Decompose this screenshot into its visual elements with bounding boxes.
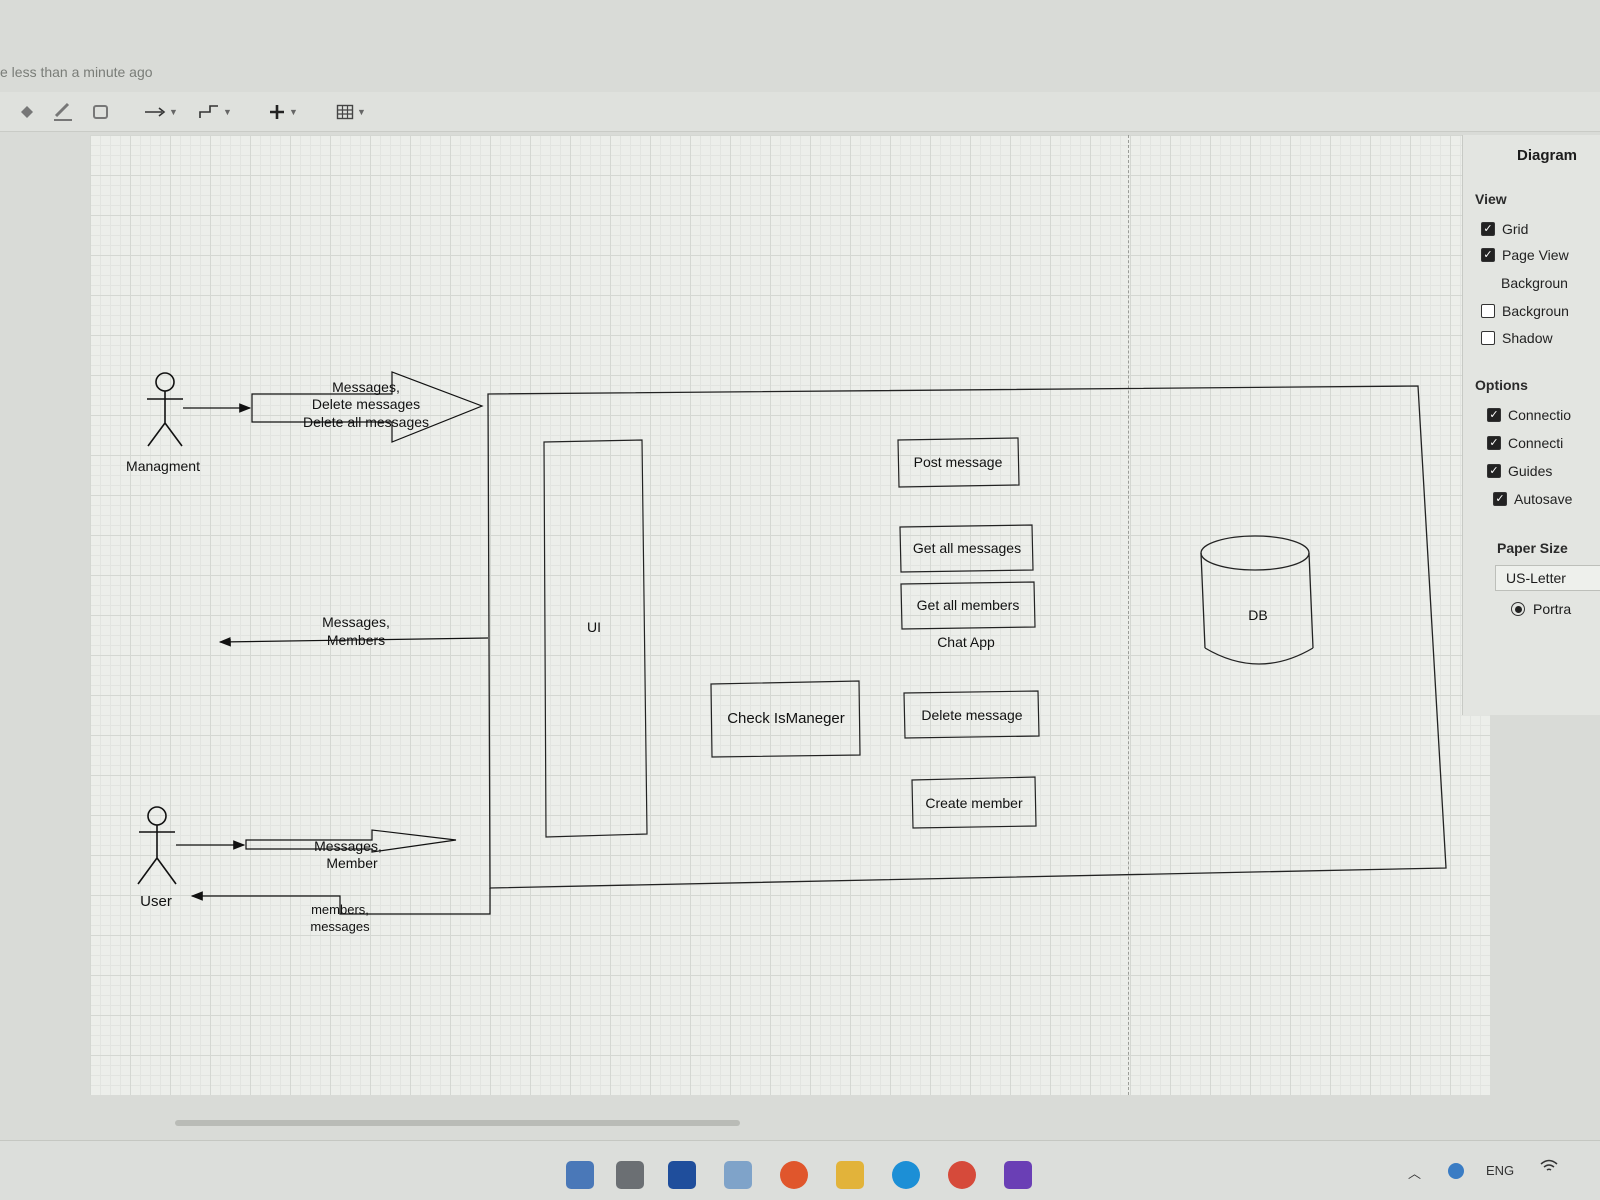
wifi-icon[interactable]	[1540, 1159, 1558, 1176]
chat-app-boundary[interactable]	[487, 385, 1447, 889]
grid-option[interactable]: ✓ Grid	[1481, 221, 1528, 237]
shadow-icon[interactable]	[92, 100, 110, 124]
to-user-label-1: members,	[311, 902, 369, 917]
page-view-label: Page View	[1502, 247, 1569, 263]
op-get-all-members[interactable]	[900, 581, 1036, 630]
guides-option[interactable]: ✓ Guides	[1487, 463, 1552, 479]
diagram-canvas[interactable]	[90, 135, 1490, 1095]
ui-label: UI	[587, 619, 601, 635]
checkbox-checked-icon[interactable]: ✓	[1481, 248, 1495, 262]
check-ismanager-label: Check IsManeger	[727, 710, 845, 727]
background-label: Backgroun	[1501, 275, 1568, 291]
paper-size-select[interactable]: US-Letter	[1495, 565, 1600, 591]
checkbox-checked-icon[interactable]: ✓	[1487, 436, 1501, 450]
autosave-label: Autosave	[1514, 491, 1573, 507]
to-user-arrow[interactable]	[190, 888, 491, 915]
grid-label: Grid	[1502, 221, 1529, 237]
db-label: DB	[1248, 607, 1267, 623]
management-input-arrow[interactable]	[251, 371, 484, 443]
line-color-icon[interactable]	[52, 100, 74, 124]
radio-selected-icon[interactable]	[1511, 602, 1525, 616]
page-break-line	[1128, 135, 1129, 1095]
panel-title: Diagram	[1517, 147, 1578, 164]
save-status: e less than a minute ago	[0, 64, 153, 80]
user-in-label-2: Member	[326, 855, 378, 871]
connection-arrow-icon[interactable]: ▼	[144, 100, 178, 124]
checkbox-checked-icon[interactable]: ✓	[1487, 464, 1501, 478]
language-indicator[interactable]: ENG	[1486, 1163, 1515, 1178]
view-section-title: View	[1475, 191, 1507, 207]
management-in-label-3: Delete all messages	[303, 414, 429, 430]
op-create-member[interactable]	[911, 776, 1037, 829]
background-color-option[interactable]: Backgroun	[1501, 275, 1568, 291]
app-icon[interactable]	[616, 1161, 644, 1189]
fill-icon[interactable]	[18, 100, 36, 124]
check-ismanager-box[interactable]	[710, 680, 861, 758]
waypoint-icon[interactable]: ▼	[198, 100, 232, 124]
taskbar: ︿ ENG	[0, 1140, 1600, 1200]
actor-user[interactable]	[137, 806, 177, 885]
chat-app-label: Chat App	[937, 634, 995, 650]
op-post-message-label: Post message	[914, 454, 1003, 470]
connection-points-option[interactable]: ✓ Connecti	[1487, 435, 1563, 451]
checkbox-unchecked-icon[interactable]	[1481, 304, 1495, 318]
op-get-all-messages[interactable]	[899, 524, 1034, 573]
to-user-label-2: messages	[310, 919, 370, 934]
portrait-label: Portra	[1533, 601, 1572, 617]
connection-arrows-label: Connectio	[1508, 407, 1572, 423]
to-management-arrow[interactable]	[218, 637, 489, 647]
tray-app-icon[interactable]	[1448, 1163, 1464, 1179]
options-section-title: Options	[1475, 377, 1528, 393]
op-create-member-label: Create member	[925, 795, 1023, 811]
background-image-label: Backgroun	[1502, 303, 1569, 319]
page-view-option[interactable]: ✓ Page View	[1481, 247, 1569, 263]
op-get-all-messages-label: Get all messages	[913, 540, 1021, 556]
to-management-label-2: Members	[327, 632, 385, 648]
tray-chevron-up-icon[interactable]: ︿	[1408, 1166, 1422, 1181]
op-delete-message[interactable]	[903, 690, 1040, 739]
shadow-label: Shadow	[1502, 330, 1553, 346]
app-icon[interactable]	[668, 1161, 696, 1189]
connection-points-label: Connecti	[1508, 435, 1564, 451]
toolbar: ▼ ▼ ▼ ▼	[0, 92, 1600, 132]
user-in-label-1: Messages,	[314, 838, 382, 854]
ui-box[interactable]	[543, 439, 648, 838]
portrait-option[interactable]: Portra	[1511, 601, 1571, 617]
op-get-all-members-label: Get all members	[917, 597, 1020, 613]
actor-user-label: User	[140, 893, 172, 910]
checkbox-checked-icon[interactable]: ✓	[1487, 408, 1501, 422]
format-panel: Diagram View ✓ Grid ✓ Page View Backgrou…	[1462, 135, 1600, 715]
op-delete-message-label: Delete message	[921, 707, 1022, 723]
autosave-option[interactable]: ✓ Autosave	[1493, 491, 1572, 507]
folder-icon[interactable]	[836, 1161, 864, 1189]
to-management-label-1: Messages,	[322, 614, 390, 630]
insert-plus-icon[interactable]: ▼	[268, 100, 298, 124]
app-icon[interactable]	[780, 1161, 808, 1189]
edge-browser-icon[interactable]	[892, 1161, 920, 1189]
horizontal-scrollbar[interactable]	[175, 1120, 740, 1126]
actor-management-label: Managment	[126, 458, 200, 474]
db-cylinder[interactable]	[1200, 535, 1314, 665]
connection-arrows-option[interactable]: ✓ Connectio	[1487, 407, 1571, 423]
op-post-message[interactable]	[897, 437, 1020, 488]
shadow-option[interactable]: Shadow	[1481, 330, 1553, 346]
guides-label: Guides	[1508, 463, 1553, 479]
chrome-browser-icon[interactable]	[948, 1161, 976, 1189]
user-input-arrow[interactable]	[245, 829, 457, 853]
table-icon[interactable]: ▼	[336, 100, 366, 124]
checkbox-unchecked-icon[interactable]	[1481, 331, 1495, 345]
store-app-icon[interactable]	[566, 1161, 594, 1189]
background-image-option[interactable]: Backgroun	[1481, 303, 1569, 319]
paper-size-section-title: Paper Size	[1497, 540, 1568, 556]
checkbox-checked-icon[interactable]: ✓	[1493, 492, 1507, 506]
visual-studio-icon[interactable]	[1004, 1161, 1032, 1189]
actor-management[interactable]	[147, 372, 183, 447]
app-icon[interactable]	[724, 1161, 752, 1189]
management-in-label-1: Messages,	[332, 379, 400, 395]
checkbox-checked-icon[interactable]: ✓	[1481, 222, 1495, 236]
management-in-label-2: Delete messages	[312, 396, 420, 412]
